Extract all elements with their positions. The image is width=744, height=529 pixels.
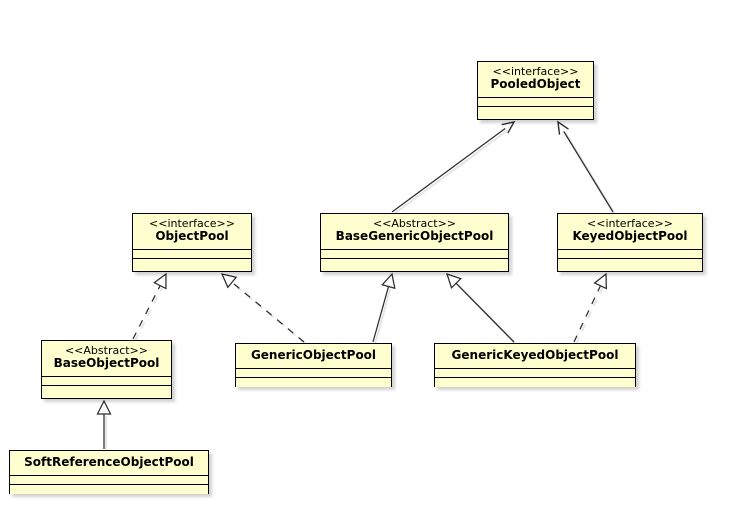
uml-operations-compartment [42,385,171,395]
uml-class-stereotype: <<interface>> [492,65,579,78]
uml-edge-edge-softreference-to-baseobjectpool [96,399,112,451]
uml-class-header: SoftReferenceObjectPool [10,451,208,477]
uml-attributes-compartment [42,376,171,386]
uml-attributes-compartment [321,249,508,259]
uml-edge-edge-genericobjectpool-to-objectpool [220,273,307,345]
uml-edge-shadow [564,132,616,215]
uml-operations-compartment [236,378,391,388]
hollow-triangle-arrowhead [446,273,462,289]
uml-edge-line [231,281,305,343]
uml-edge-shadow [374,288,392,345]
uml-attributes-compartment [133,249,251,259]
uml-operations-compartment [558,258,702,268]
uml-edge-shadow [393,129,508,215]
uml-class-name: KeyedObjectPool [572,229,688,244]
uml-class-header: <<Abstract>>BaseGenericObjectPool [321,214,508,250]
uml-class-stereotype: <<Abstract>> [372,217,457,230]
uml-edge-shadow [575,287,604,345]
uml-edge-edge-baseobjectpool-to-objectpool [132,272,167,342]
hollow-triangle-arrowhead [153,272,167,290]
uml-edge-edge-genericobjectpool-to-basegeneric [372,272,396,345]
uml-operations-compartment [133,258,251,268]
uml-class-header: <<interface>>KeyedObjectPool [558,214,702,250]
uml-class-soft-reference-object-pool[interactable]: SoftReferenceObjectPool [9,450,209,495]
uml-operations-compartment [321,258,508,268]
uml-class-name: ObjectPool [155,229,229,244]
uml-operations-compartment [435,378,635,388]
uml-attributes-compartment [478,97,593,107]
uml-class-stereotype: <<interface>> [149,217,235,230]
open-arrowhead [501,120,516,134]
uml-class-header: <<interface>>PooledObject [478,62,593,98]
uml-class-name: GenericObjectPool [250,348,377,362]
uml-class-name: BaseGenericObjectPool [335,229,494,244]
hollow-triangle-arrowhead [381,272,396,290]
uml-edge-shadow [134,287,164,342]
uml-edge-shadow [233,283,307,345]
uml-edge-line [455,282,515,343]
uml-class-base-generic-object-pool[interactable]: <<Abstract>>BaseGenericObjectPool [320,213,509,272]
hollow-triangle-arrowhead [593,272,607,290]
uml-class-name: SoftReferenceObjectPool [24,455,194,469]
open-arrowhead [557,120,569,135]
uml-edge-edge-generickeyed-to-keyedpool [573,272,607,345]
uml-class-header: <<interface>>ObjectPool [133,214,251,250]
uml-attributes-compartment [236,369,391,379]
uml-class-base-object-pool[interactable]: <<Abstract>>BaseObjectPool [41,340,172,399]
uml-class-generic-object-pool[interactable]: GenericObjectPool [235,343,392,388]
uml-class-keyed-object-pool[interactable]: <<interface>>KeyedObjectPool [557,213,703,272]
uml-class-header: <<Abstract>>BaseObjectPool [42,341,171,377]
uml-class-name: PooledObject [490,77,581,92]
uml-operations-compartment [478,106,593,116]
uml-class-object-pool[interactable]: <<interface>>ObjectPool [132,213,252,272]
uml-class-name: BaseObjectPool [53,356,160,371]
uml-operations-compartment [10,485,208,495]
uml-edge-edge-basegeneric-to-pooledobject [391,120,516,215]
uml-edge-edge-generickeyed-to-basegeneric [446,273,517,345]
uml-edge-edge-keyedpool-to-pooledobject [557,120,616,215]
uml-class-name: GenericKeyedObjectPool [451,348,619,362]
uml-class-generic-keyed-object-pool[interactable]: GenericKeyedObjectPool [434,343,636,388]
uml-class-header: GenericObjectPool [236,344,391,370]
uml-class-pooled-object[interactable]: <<interface>>PooledObject [477,61,594,120]
uml-edge-shadow [457,284,517,345]
uml-class-stereotype: <<interface>> [587,217,673,230]
uml-attributes-compartment [10,476,208,486]
uml-attributes-compartment [435,369,635,379]
uml-edge-line [372,286,390,343]
uml-edge-line [563,131,614,213]
uml-class-stereotype: <<Abstract>> [64,344,149,357]
uml-edge-line [132,285,161,340]
uml-class-header: GenericKeyedObjectPool [435,344,635,370]
uml-edge-line [391,128,506,213]
hollow-triangle-arrowhead [96,399,112,415]
uml-edge-line [573,285,602,343]
uml-attributes-compartment [558,249,702,259]
